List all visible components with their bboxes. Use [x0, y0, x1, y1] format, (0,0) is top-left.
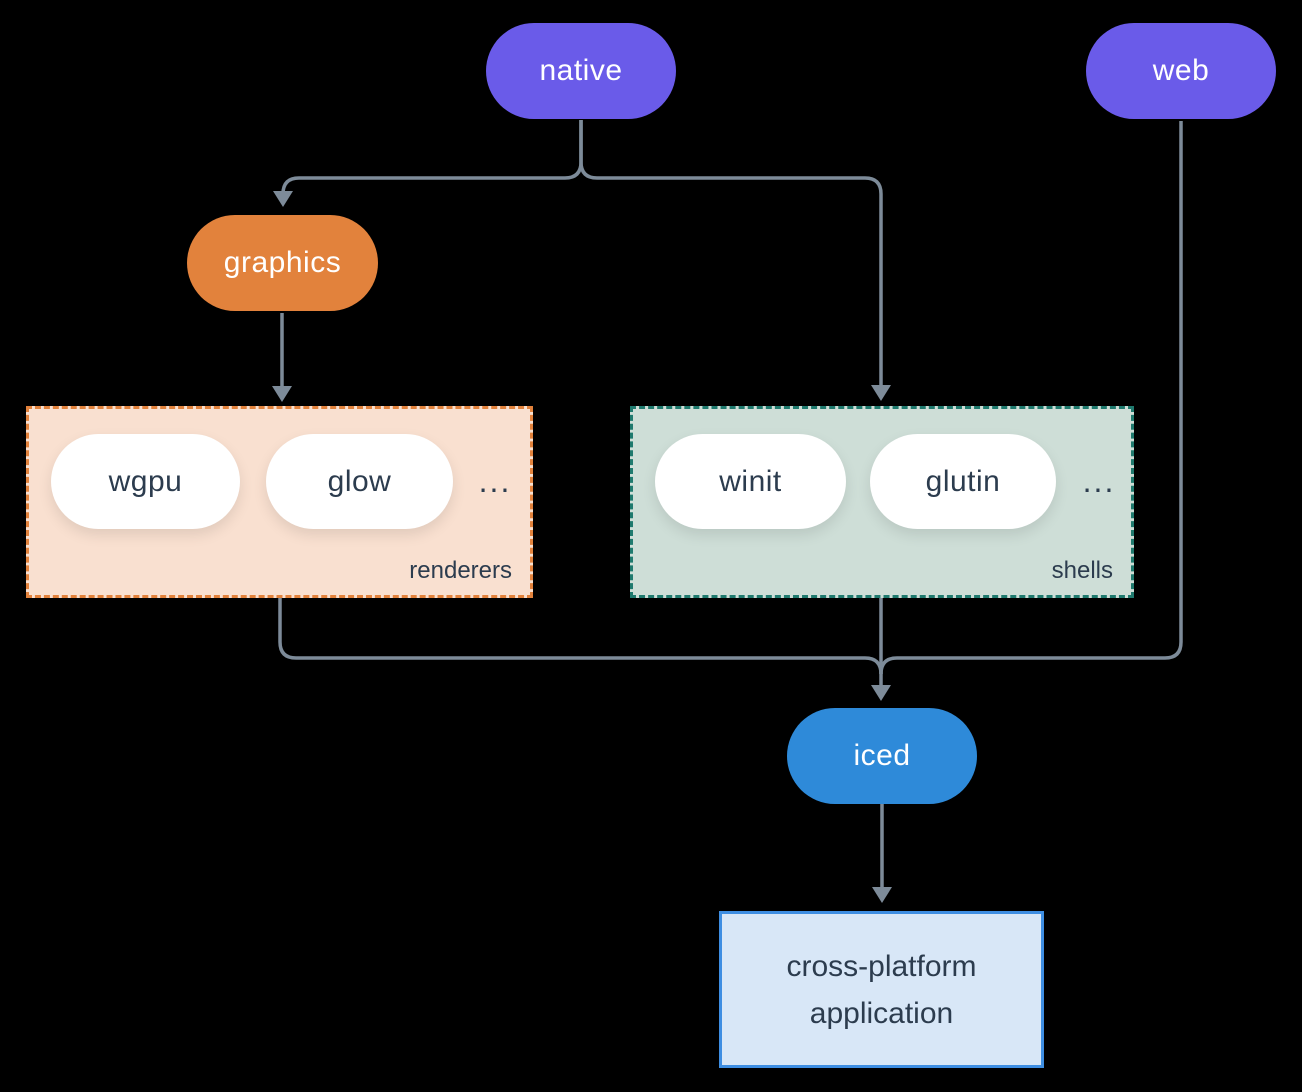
node-native: native — [486, 23, 676, 119]
node-wgpu: wgpu — [51, 434, 240, 529]
node-cross-platform-application: cross-platform application — [719, 911, 1044, 1068]
node-web-label: web — [1152, 54, 1210, 87]
node-graphics-label: graphics — [223, 246, 342, 279]
connector-native-to-shells — [579, 120, 883, 388]
renderers-ellipsis: ... — [478, 463, 512, 499]
node-native-label: native — [539, 54, 623, 87]
connector-renderers-to-iced — [278, 598, 883, 675]
node-glutin-label: glutin — [925, 464, 1001, 498]
node-glow-label: glow — [327, 464, 392, 498]
arrowhead-into-iced — [871, 685, 891, 701]
app-label-line2: application — [809, 996, 954, 1030]
renderers-label: renderers — [409, 557, 512, 584]
arrowhead-into-graphics — [273, 191, 293, 207]
node-glow: glow — [266, 434, 453, 529]
connector-web-to-iced — [879, 121, 1183, 675]
node-winit: winit — [655, 434, 846, 529]
connector-native-to-graphics — [281, 120, 583, 195]
node-web: web — [1086, 23, 1276, 119]
node-graphics: graphics — [187, 215, 378, 311]
shells-group-box: winit glutin ... shells — [630, 406, 1134, 598]
arrowhead-into-renderers — [272, 386, 292, 402]
node-iced: iced — [787, 708, 977, 804]
shells-label: shells — [1051, 557, 1113, 584]
arrowhead-into-app — [872, 887, 892, 903]
arrowhead-into-shells — [871, 385, 891, 401]
node-glutin: glutin — [870, 434, 1056, 529]
renderers-group-box: wgpu glow ... renderers — [26, 406, 533, 598]
app-label-line1: cross-platform — [786, 949, 977, 983]
node-winit-label: winit — [719, 464, 782, 498]
node-iced-label: iced — [853, 739, 911, 772]
shells-ellipsis: ... — [1082, 463, 1116, 499]
node-wgpu-label: wgpu — [108, 464, 183, 498]
